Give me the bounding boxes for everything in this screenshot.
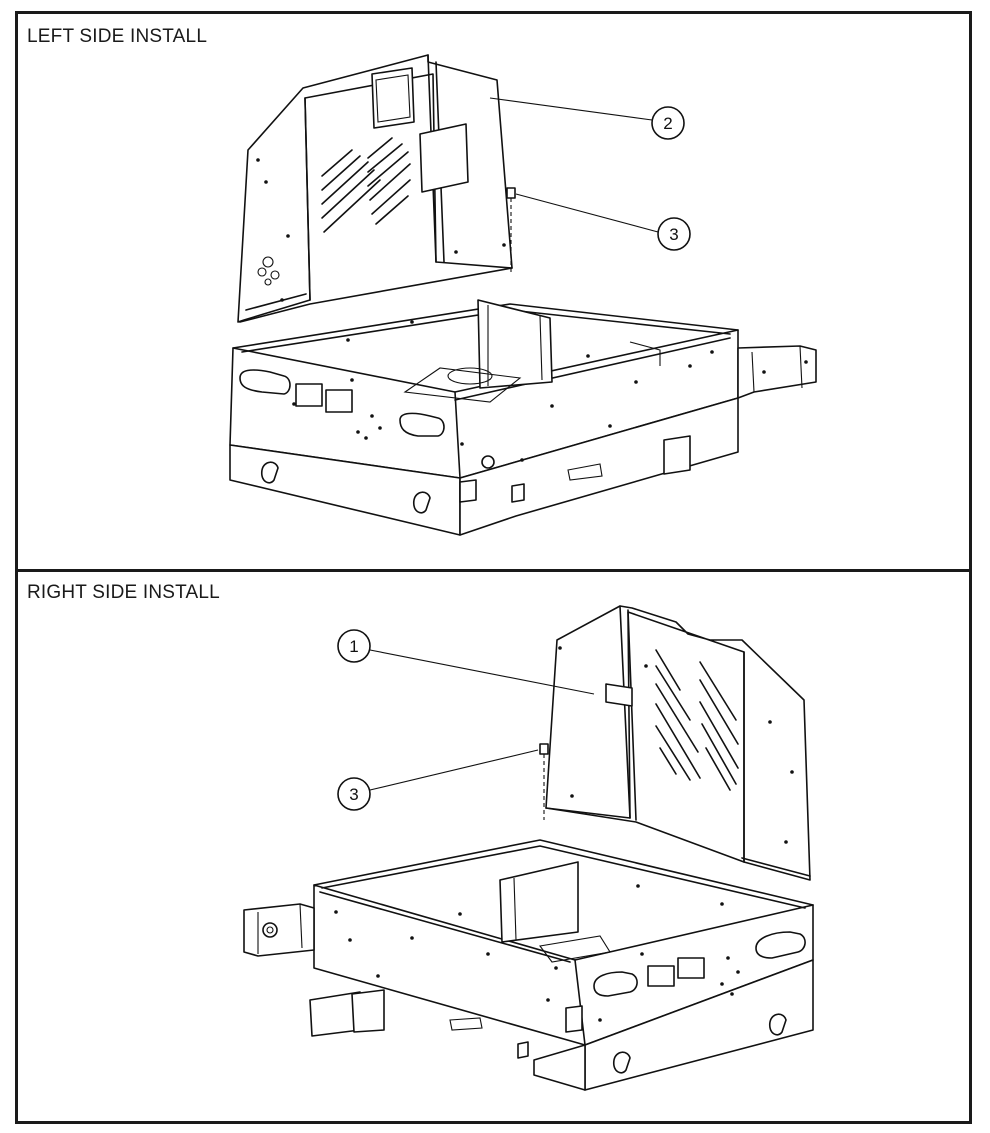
diagram-frame <box>15 11 972 1124</box>
left-side-panel <box>237 54 513 323</box>
callout-3-label-bottom: 3 <box>349 785 358 804</box>
left-frame-assembly <box>229 299 817 536</box>
left-install-title: LEFT SIDE INSTALL <box>27 26 208 47</box>
panel-divider <box>15 569 972 572</box>
callout-1-label: 1 <box>349 637 358 656</box>
left-mounting-screw <box>506 187 516 272</box>
callout-right-screw: 3 <box>337 749 539 811</box>
callout-3-label-top: 3 <box>669 225 678 244</box>
right-side-panel <box>545 605 811 881</box>
callout-left-panel: 2 <box>489 97 685 140</box>
right-frame-assembly <box>243 839 814 1091</box>
callout-right-panel: 1 <box>337 629 595 695</box>
callout-left-screw: 3 <box>515 193 691 251</box>
right-mounting-screw <box>539 743 549 820</box>
callout-2-label: 2 <box>663 114 672 133</box>
right-install-title: RIGHT SIDE INSTALL <box>27 582 220 603</box>
